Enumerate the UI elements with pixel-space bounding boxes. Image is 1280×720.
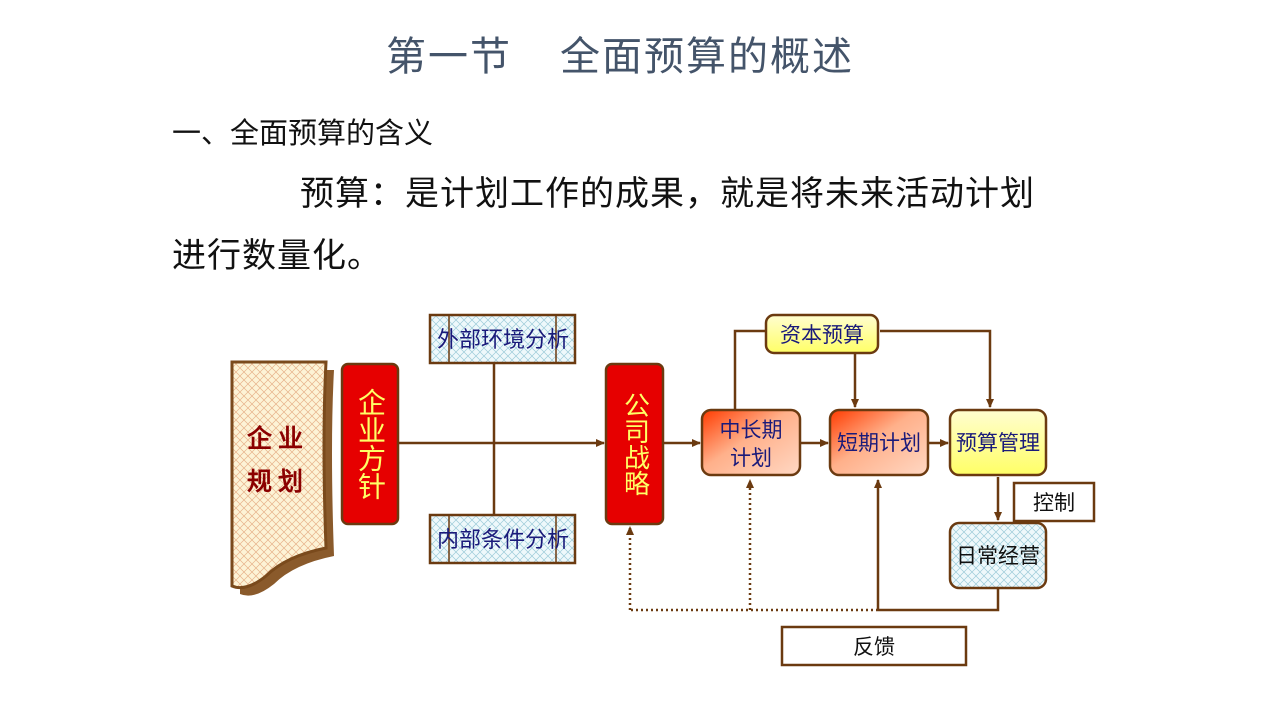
- strategy-node: 公司战略: [604, 362, 665, 526]
- title-topic: 全面预算的概述: [560, 34, 854, 80]
- shortterm-label: 短期计划: [837, 431, 921, 455]
- control-label: 控制: [1033, 491, 1075, 515]
- internal-analysis-label: 内部条件分析: [437, 528, 569, 553]
- feedback-node: 反馈: [780, 625, 968, 667]
- definition-line-1: 预算：是计划工作的成果，就是将未来活动计划: [300, 174, 1035, 214]
- longterm-plan-node: 中长期 计划: [700, 408, 802, 477]
- control-node: 控制: [1012, 481, 1096, 523]
- page-title: 第一节 全面预算的概述: [0, 24, 1240, 82]
- capital-budget-node: 资本预算: [764, 313, 880, 355]
- subheading: 一、全面预算的含义: [172, 116, 434, 150]
- feedback-label: 反馈: [853, 635, 895, 659]
- external-analysis-node: 外部环境分析: [428, 313, 577, 365]
- longterm-label-1: 中长期: [720, 418, 783, 442]
- budget-management-node: 预算管理: [948, 408, 1048, 477]
- definition-line-2: 进行数量化。: [172, 236, 382, 276]
- strategy-label: 公司战略: [619, 392, 650, 496]
- connectors: [398, 329, 1002, 612]
- policy-node: 企业方针: [340, 362, 400, 526]
- policy-label: 企业方针: [354, 388, 387, 500]
- enterprise-plan-node: 企业 规划: [230, 360, 334, 596]
- enterprise-plan-label-2: 规划: [247, 467, 309, 496]
- title-section: 第一节: [386, 34, 512, 80]
- internal-analysis-node: 内部条件分析: [428, 513, 577, 565]
- external-analysis-label: 外部环境分析: [437, 328, 569, 353]
- shortterm-plan-node: 短期计划: [828, 408, 930, 477]
- feedback-line: [878, 589, 1000, 612]
- capital-budget-label: 资本预算: [780, 323, 864, 347]
- longterm-to-capital-line: [733, 329, 766, 410]
- budget-management-label: 预算管理: [956, 431, 1040, 455]
- longterm-label-2: 计划: [730, 446, 772, 470]
- daily-operations-node: 日常经营: [948, 521, 1048, 590]
- enterprise-plan-label-1: 企业: [247, 424, 309, 453]
- daily-operations-label: 日常经营: [956, 544, 1040, 568]
- capital-to-budget-arrow: [880, 329, 994, 408]
